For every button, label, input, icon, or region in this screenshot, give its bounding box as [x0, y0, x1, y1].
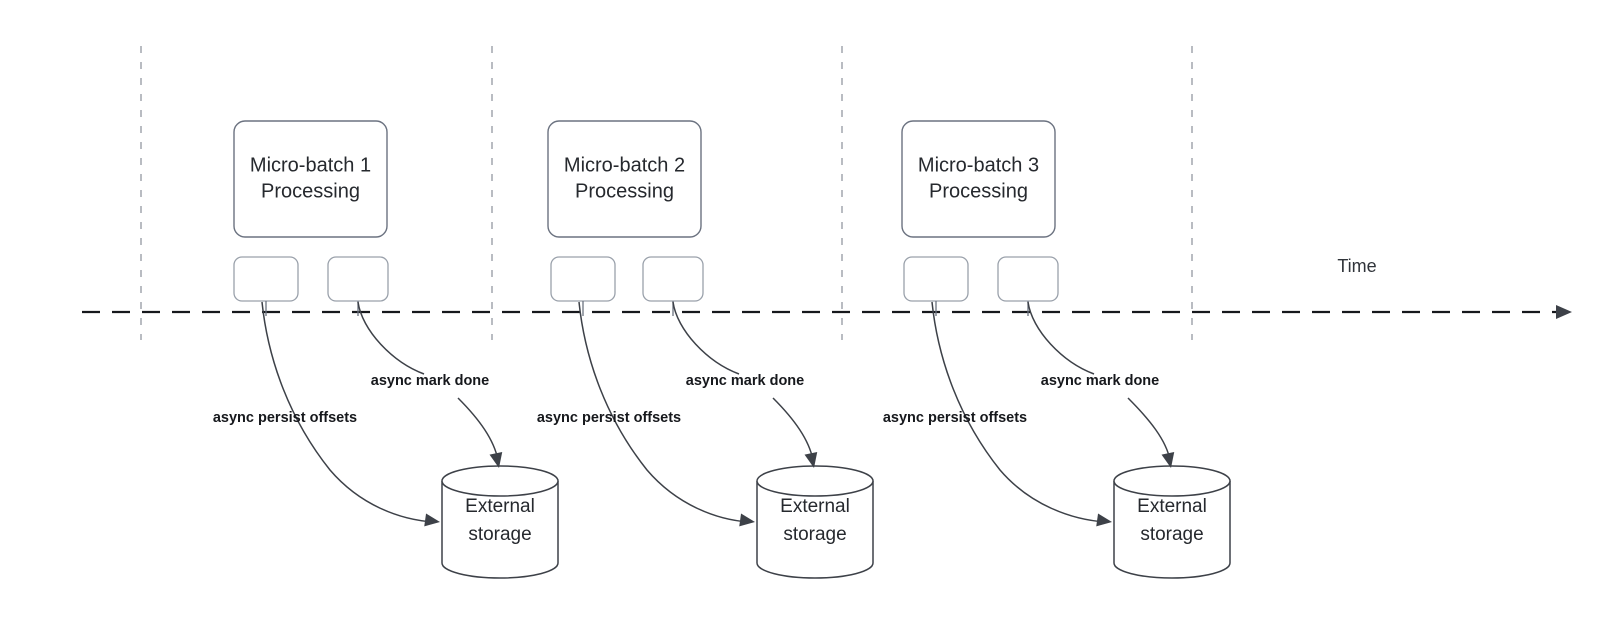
- edge-persist-offsets-2-path: [578, 301, 750, 523]
- micro-batch-label-line2-3: Processing: [929, 180, 1028, 202]
- edge-mark-done-1-arrowhead: [489, 451, 503, 468]
- task-box-markdone-3[interactable]: [997, 256, 1059, 302]
- edge-mark-done-1-label: async mark done: [371, 373, 489, 389]
- storage-cylinder-top-2[interactable]: [756, 465, 874, 497]
- storage-label-line1-1: External: [465, 496, 535, 517]
- edge-mark-done-3-label: async mark done: [1041, 373, 1159, 389]
- edge-persist-offsets-1-path: [261, 301, 435, 523]
- storage-label-line1-3: External: [1137, 496, 1207, 517]
- micro-batch-label-line2-2: Processing: [575, 180, 674, 202]
- timeline-layer: [82, 305, 1572, 319]
- boundary-lines-layer: [140, 46, 1193, 340]
- micro-batch-label-line1-3: Micro-batch 3: [918, 154, 1039, 176]
- storage-cylinder-top-3[interactable]: [1113, 465, 1231, 497]
- time-axis-label: Time: [1337, 256, 1376, 276]
- task-box-persist-1[interactable]: [233, 256, 299, 302]
- micro-batch-box-2[interactable]: [547, 120, 702, 238]
- edge-persist-offsets-3-label: async persist offsets: [883, 410, 1027, 426]
- micro-batch-label-line1-2: Micro-batch 2: [564, 154, 685, 176]
- edge-persist-offsets-2-arrowhead: [739, 513, 755, 527]
- task-box-persist-3[interactable]: [903, 256, 969, 302]
- timeline-arrowhead: [1556, 305, 1572, 319]
- edge-persist-offsets-1-label: async persist offsets: [213, 410, 357, 426]
- edge-persist-offsets-2-label: async persist offsets: [537, 410, 681, 426]
- storage-cylinder-body-1: [441, 481, 559, 579]
- storage-label-line2-3: storage: [1140, 524, 1203, 545]
- edge-persist-offsets-3-path: [931, 301, 1107, 523]
- task-box-persist-2[interactable]: [550, 256, 616, 302]
- storage-cylinder-body-3: [1113, 481, 1231, 579]
- storage-cylinder-top-1[interactable]: [441, 465, 559, 497]
- micro-batch-box-3[interactable]: [901, 120, 1056, 238]
- storage-label-line2-2: storage: [783, 524, 846, 545]
- task-box-markdone-1[interactable]: [327, 256, 389, 302]
- storage-label-line1-2: External: [780, 496, 850, 517]
- edge-persist-offsets-1-arrowhead: [424, 513, 440, 527]
- micro-batch-label-line2-1: Processing: [261, 180, 360, 202]
- edge-mark-done-2-label: async mark done: [686, 373, 804, 389]
- micro-batch-box-1[interactable]: [233, 120, 388, 238]
- edge-persist-offsets-3-arrowhead: [1096, 513, 1112, 527]
- storage-cylinder-body-2: [756, 481, 874, 579]
- task-box-markdone-2[interactable]: [642, 256, 704, 302]
- storage-label-line2-1: storage: [468, 524, 531, 545]
- edge-mark-done-2-arrowhead: [804, 451, 818, 468]
- micro-batch-label-line1-1: Micro-batch 1: [250, 154, 371, 176]
- edge-mark-done-3-arrowhead: [1161, 451, 1175, 468]
